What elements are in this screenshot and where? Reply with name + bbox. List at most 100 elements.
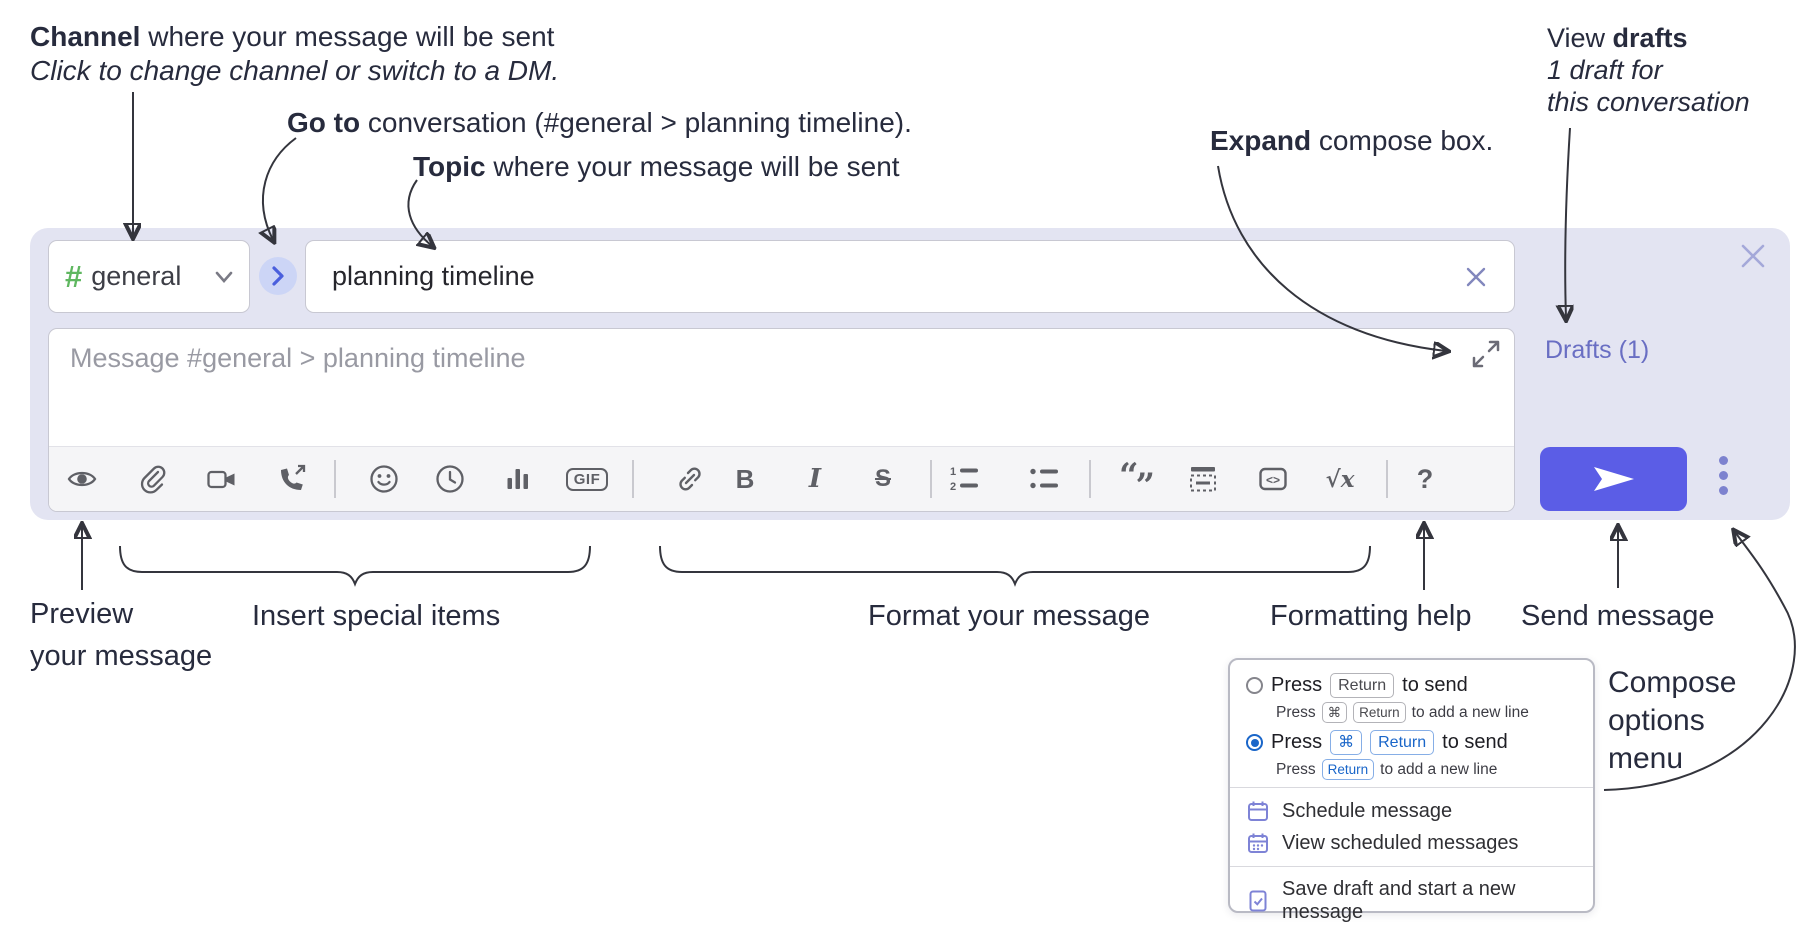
annotation-view-drafts: View drafts 1 draft for this conversatio… [1547,22,1750,118]
bold-button[interactable]: B [717,447,773,511]
bulleted-list-button[interactable] [1017,447,1073,511]
annotation-send: Send message [1521,600,1715,632]
menu-item-save-draft[interactable]: Save draft and start a new message [1246,874,1577,928]
drafts-link[interactable]: Drafts (1) [1545,336,1650,364]
svg-text:2: 2 [950,481,956,493]
expand-compose-icon[interactable] [1470,338,1502,370]
annotation-formatting-help: Formatting help [1270,600,1472,632]
video-call-button[interactable] [194,447,250,511]
annotation-format: Format your message [868,600,1151,632]
ellipsis-dot [1718,456,1728,465]
link-icon [679,467,701,491]
italic-button[interactable]: I [787,447,843,511]
send-button[interactable] [1540,447,1687,511]
bar-chart-icon [507,469,528,489]
menu-option-enter-to-send[interactable]: Press Return to send [1246,673,1577,698]
gif-button[interactable]: GIF [557,447,617,511]
strikethrough-button[interactable]: S [855,447,911,511]
annotation-goto: Go to conversation (#general > planning … [287,107,912,138]
strikethrough-icon: S [874,465,891,492]
annotation-channel: Channel where your message will be sent … [30,20,559,88]
ellipsis-dot [1718,486,1728,495]
channel-name: general [91,261,182,291]
code-button[interactable]: <> [1245,447,1301,511]
menu-divider [1230,787,1593,788]
svg-text:<>: <> [1266,473,1280,487]
numbered-list-button[interactable]: 1 2 [937,447,993,511]
annotation-compose-options: Compose options menu [1608,664,1736,778]
annotation-expand: Expand compose box. [1210,125,1494,156]
menu-item-view-scheduled[interactable]: View scheduled messages [1246,827,1577,859]
calendar-grid-icon [1246,831,1270,855]
gif-icon: GIF [565,467,609,491]
math-icon: √x [1325,465,1355,493]
quote-icon: “” [1119,456,1155,506]
clock-icon [436,465,464,493]
annotation-view-drafts-line1: View drafts [1547,23,1688,53]
annotation-insert: Insert special items [252,600,501,632]
global-time-button[interactable] [422,447,478,511]
poll-button[interactable] [490,447,546,511]
radio-selected-icon[interactable] [1246,734,1263,751]
ellipsis-dot [1718,471,1728,480]
draft-check-icon [1246,889,1270,913]
annotation-channel-line2: Click to change channel or switch to a D… [30,55,560,86]
paper-plane-icon [1593,467,1634,491]
go-to-conversation-button[interactable] [259,257,297,295]
topic-input[interactable]: planning timeline [305,240,1515,313]
toolbar-strip [49,446,1514,511]
annotation-view-drafts-line3: this conversation [1547,87,1750,117]
annotation-compose-options-line3: menu [1608,742,1684,775]
annotation-channel-line1: Channel where your message will be sent [30,21,555,52]
cmd-key-cap: ⌘ [1321,702,1348,723]
menu-item-schedule-message[interactable]: Schedule message [1246,795,1577,827]
link-button[interactable] [662,447,718,511]
toolbar-separator [930,460,932,498]
annotation-topic: Topic where your message will be sent [413,151,900,182]
spoiler-button[interactable] [1175,447,1231,511]
math-button[interactable]: √x [1312,447,1368,511]
compose-options-button[interactable] [1714,456,1732,495]
compose-options-menu: Press Return to send Press ⌘ Return to a… [1228,658,1595,923]
menu-option-enter-to-send-subtext: Press ⌘ Return to add a new line [1276,702,1577,723]
smiley-icon [370,465,398,493]
emoji-button[interactable] [356,447,412,511]
topic-value: planning timeline [332,261,535,291]
annotation-preview: Preview your message [30,593,212,677]
toolbar-separator [334,460,336,498]
menu-divider [1230,866,1593,867]
paperclip-icon [140,465,166,494]
message-placeholder: Message #general > planning timeline [70,343,526,373]
preview-button[interactable] [54,447,110,511]
channel-selector[interactable]: # general [48,240,250,313]
bold-icon: B [735,463,755,494]
bulleted-list-icon [1030,468,1058,489]
cmd-key-cap: ⌘ [1330,730,1363,755]
return-key-cap: Return [1330,673,1395,698]
goto-arrow [263,137,297,240]
message-input[interactable] [48,328,1515,512]
return-key-cap: Return [1370,730,1435,755]
close-compose-icon[interactable] [1737,240,1769,272]
question-mark-icon: ? [1416,463,1434,494]
toolbar-separator [632,460,634,498]
annotation-preview-line1: Preview [30,598,134,630]
menu-option-cmd-enter-to-send[interactable]: Press ⌘ Return to send [1246,730,1577,755]
clear-topic-icon[interactable] [1464,265,1488,289]
voice-call-button[interactable] [264,447,320,511]
insert-brace [119,545,591,587]
attach-file-button[interactable] [124,447,180,511]
return-key-cap: Return [1321,759,1375,780]
return-key-cap: Return [1353,702,1406,723]
quote-button[interactable]: “” [1109,447,1165,511]
formatting-help-button[interactable]: ? [1397,447,1453,511]
radio-unselected-icon[interactable] [1246,677,1263,694]
code-icon: <> [1259,467,1287,491]
numbered-list-icon: 1 2 [950,466,978,493]
svg-text:1: 1 [950,466,956,478]
toolbar-separator [1386,460,1388,498]
chevron-down-icon [215,271,233,283]
annotation-compose-options-line2: options [1608,704,1705,737]
eye-icon [67,471,97,487]
